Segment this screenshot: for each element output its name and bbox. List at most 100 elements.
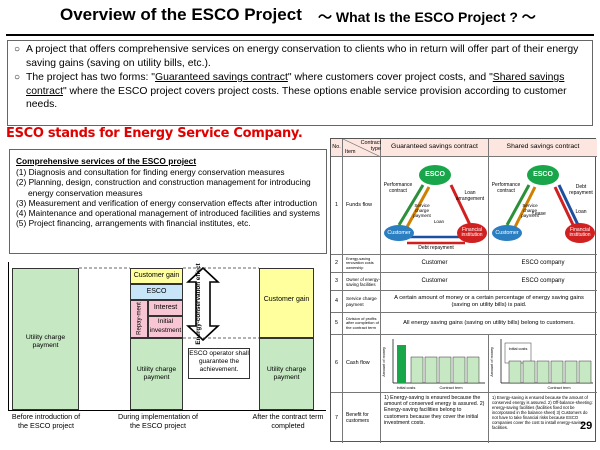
- diagram-dashed-guides: [79, 267, 259, 339]
- esco-node-icon: ESCO: [527, 165, 559, 185]
- header-item: Item: [345, 149, 356, 155]
- intro-bullet-2-post: " where the ESCO project covers project …: [26, 85, 567, 111]
- diagram-baseline: [8, 410, 326, 411]
- intro-bullet-1: ○ A project that offers comprehensive se…: [14, 43, 586, 70]
- row3-item: Owner of energy-saving facilities: [343, 273, 381, 291]
- intro-box: ○ A project that offers comprehensive se…: [7, 40, 593, 126]
- shared-contract-term: Shared savings contract: [26, 72, 565, 97]
- during-payment-label: Utility charge payment: [136, 366, 177, 382]
- customer-node-icon: Customer: [384, 225, 414, 241]
- header-shared: Shared savings contract: [489, 139, 597, 157]
- intro-bullet-2: ○ The project has two forms: "Guaranteed…: [14, 71, 586, 112]
- financial-node-icon: Financial institution: [565, 223, 595, 243]
- cashflow-term-label: Contract term: [439, 386, 463, 390]
- row7-shared: 1) Energy-saving is ensured because the …: [492, 395, 593, 430]
- row5-item: Division of profits after completion of …: [343, 313, 381, 335]
- row3-no: 3: [331, 273, 343, 291]
- row4-item: Service charge payment: [343, 291, 381, 313]
- flow-loan-arrangement: Loan arrangement: [455, 190, 485, 202]
- caption-after: After the contract term completed: [252, 412, 324, 430]
- row4-no: 4: [331, 291, 343, 313]
- service-item: (4) Maintenance and operational manageme…: [16, 208, 320, 219]
- row4-span: A certain amount of money or a certain p…: [381, 291, 597, 313]
- comparison-table: No. Item Contract type Guaranteed saving…: [330, 138, 597, 443]
- cashflow-initial-label: Initial costs: [508, 347, 528, 351]
- energy-effect-arrow-icon: [185, 266, 221, 342]
- flow-loan: Loan: [575, 209, 587, 215]
- page-title: Overview of the ESCO Project: [60, 5, 302, 24]
- row1-item: Funds flow: [343, 157, 381, 255]
- caption-before: Before introduction of the ESCO project: [11, 412, 81, 430]
- page-subtitle: ～ What Is the ESCO Project ? ～: [318, 9, 536, 25]
- caption-during: During implementation of the ESCO projec…: [118, 412, 198, 430]
- intro-bullet-2-pre: The project has two forms: ": [26, 72, 156, 83]
- row2-shared: ESCO company: [489, 255, 597, 273]
- cashflow-amount-label: Amount of money: [490, 347, 494, 377]
- header-contract-type: Contract type: [360, 140, 381, 153]
- financial-node-icon: Financial institution: [457, 223, 487, 243]
- shared-funds-flow: ESCO Performance contract Debt repayment…: [489, 157, 597, 255]
- flow-lease: Lease: [532, 211, 546, 217]
- flow-lease-label: Loan: [433, 219, 445, 224]
- row2-item: Energy-saving renovation costs ownership: [343, 255, 381, 273]
- row7-no: 7: [331, 393, 343, 443]
- row7-item: Benefit for customers: [343, 393, 381, 443]
- cashflow-amount-label: Amount of money: [382, 347, 386, 377]
- during-customer-gain: Customer gain: [130, 268, 183, 284]
- bullet-circle-icon: ○: [14, 72, 21, 83]
- after-bar: [259, 338, 314, 410]
- header-item-contract: Item Contract type: [343, 139, 381, 157]
- customer-node-icon: Customer: [492, 225, 522, 241]
- service-item: (5) Project financing, arrangements with…: [16, 218, 251, 229]
- during-repayment: Repay-ment: [130, 300, 148, 338]
- during-initial-investment: Initial investment: [148, 316, 183, 338]
- row5-span: All energy saving gains (saving on utili…: [381, 313, 597, 335]
- row2-guaranteed: Customer: [381, 255, 489, 273]
- flow-debt-repayment: Debt repayment: [418, 245, 454, 251]
- shared-cashflow-chart: [500, 339, 593, 384]
- page-number: 29: [580, 420, 593, 432]
- row6-no: 6: [331, 335, 343, 393]
- header-diagonal-line: [343, 139, 381, 157]
- row2-no: 2: [331, 255, 343, 273]
- row6-item: Cash flow: [343, 335, 381, 393]
- row5-no: 5: [331, 313, 343, 335]
- cashflow-term-label: Contract term: [547, 386, 571, 390]
- intro-bullet-2-text: The project has two forms: "Guaranteed s…: [26, 71, 586, 112]
- service-item: (3) Measurement and verification of ener…: [16, 197, 318, 208]
- guaranteed-cashflow: Amount of money Initial costs Contract t…: [381, 335, 489, 393]
- shared-flow-arrows: [505, 184, 581, 230]
- row1-no: 1: [331, 157, 343, 255]
- title-divider: [6, 34, 594, 36]
- guarantee-note: ESCO operator shall guarantee the achiev…: [188, 348, 250, 379]
- after-customer-gain: Customer gain: [259, 268, 314, 338]
- flow-performance-contract: Performance contract: [383, 182, 413, 194]
- header-guaranteed: Guaranteed savings contract: [381, 139, 489, 157]
- esco-node-icon: ESCO: [419, 165, 451, 185]
- services-box: Comprehensive services of the ESCO proje…: [9, 149, 327, 254]
- row3-guaranteed: Customer: [381, 273, 489, 291]
- bullet-circle-icon: ○: [14, 44, 21, 55]
- diagram-axis: [8, 262, 9, 411]
- guaranteed-cashflow-chart: [392, 339, 485, 384]
- during-bar: [130, 338, 183, 410]
- shared-cashflow: Amount of money Initial costs Contract t…: [489, 335, 597, 393]
- guaranteed-contract-term: Guaranteed savings contract: [155, 72, 288, 83]
- after-payment-label: Utility charge payment: [266, 366, 307, 382]
- funds-flow-arrows: [397, 184, 473, 245]
- cashflow-initial-label: Initial costs: [396, 386, 416, 390]
- before-bar: [12, 268, 79, 410]
- before-payment-label: Utility charge payment: [25, 334, 66, 350]
- services-heading: Comprehensive services of the ESCO proje…: [16, 156, 197, 166]
- flow-service-charge: Service charge payment: [413, 203, 431, 219]
- header-no: No.: [331, 139, 343, 157]
- flow-service-charge: Service charge payment: [521, 203, 539, 219]
- service-item: (1) Diagnosis and consultation for findi…: [16, 167, 285, 178]
- esco-acronym-note: ESCO stands for Energy Service Company.: [6, 126, 303, 141]
- row3-shared: ESCO company: [489, 273, 597, 291]
- row7-guaranteed: 1) Energy-saving is ensured because the …: [381, 393, 489, 443]
- service-item: (2) Planning, design, construction and c…: [16, 177, 311, 198]
- flow-performance-contract: Performance contract: [491, 182, 521, 194]
- flow-debt-repayment: Debt repayment: [569, 184, 593, 196]
- during-interest: Interest: [148, 300, 183, 316]
